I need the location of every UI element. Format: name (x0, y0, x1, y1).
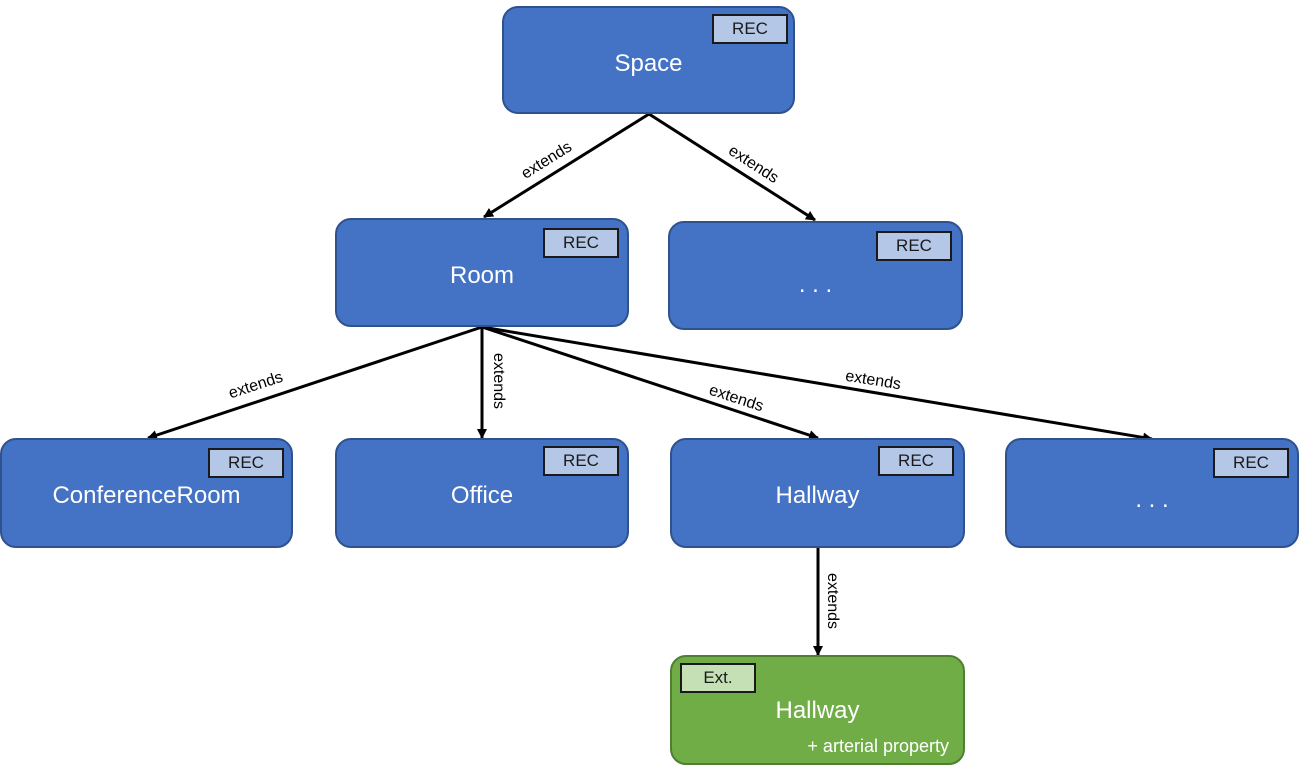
node-label: Hallway (775, 697, 860, 724)
node-conference-room[interactable]: REC ConferenceRoom (0, 438, 293, 548)
edge-label-hallway-ext: extends (824, 572, 842, 630)
node-hallway[interactable]: REC Hallway (670, 438, 965, 548)
node-label: Hallway (775, 482, 860, 509)
edge-room-hallway (481, 325, 819, 440)
edge-label-room-office: extends (490, 352, 508, 410)
node-label: Office (450, 482, 514, 509)
node-label: Space (614, 50, 683, 77)
node-other-space[interactable]: REC . . . (668, 221, 963, 330)
rec-badge: REC (712, 14, 788, 44)
node-label: . . . (1135, 486, 1169, 513)
edge-room-conference (147, 325, 483, 440)
node-other-room[interactable]: REC . . . (1005, 438, 1299, 548)
node-label: Room (449, 262, 515, 289)
node-space[interactable]: REC Space (502, 6, 795, 114)
rec-badge: REC (543, 446, 619, 476)
rec-badge: REC (1213, 448, 1289, 478)
node-label: ConferenceRoom (52, 482, 241, 509)
node-room[interactable]: REC Room (335, 218, 629, 327)
rec-badge: REC (876, 231, 952, 261)
edge-room-other (481, 325, 1153, 443)
rec-badge: REC (878, 446, 954, 476)
node-office[interactable]: REC Office (335, 438, 629, 548)
rec-badge: REC (543, 228, 619, 258)
edge-space-other (648, 112, 816, 222)
node-subtitle: + arterial property (807, 736, 949, 756)
node-label: . . . (798, 271, 833, 298)
rec-badge: REC (208, 448, 284, 478)
ext-badge: Ext. (680, 663, 756, 693)
node-hallway-extension[interactable]: Ext. Hallway + arterial property (670, 655, 965, 765)
edge-space-room (483, 112, 650, 219)
